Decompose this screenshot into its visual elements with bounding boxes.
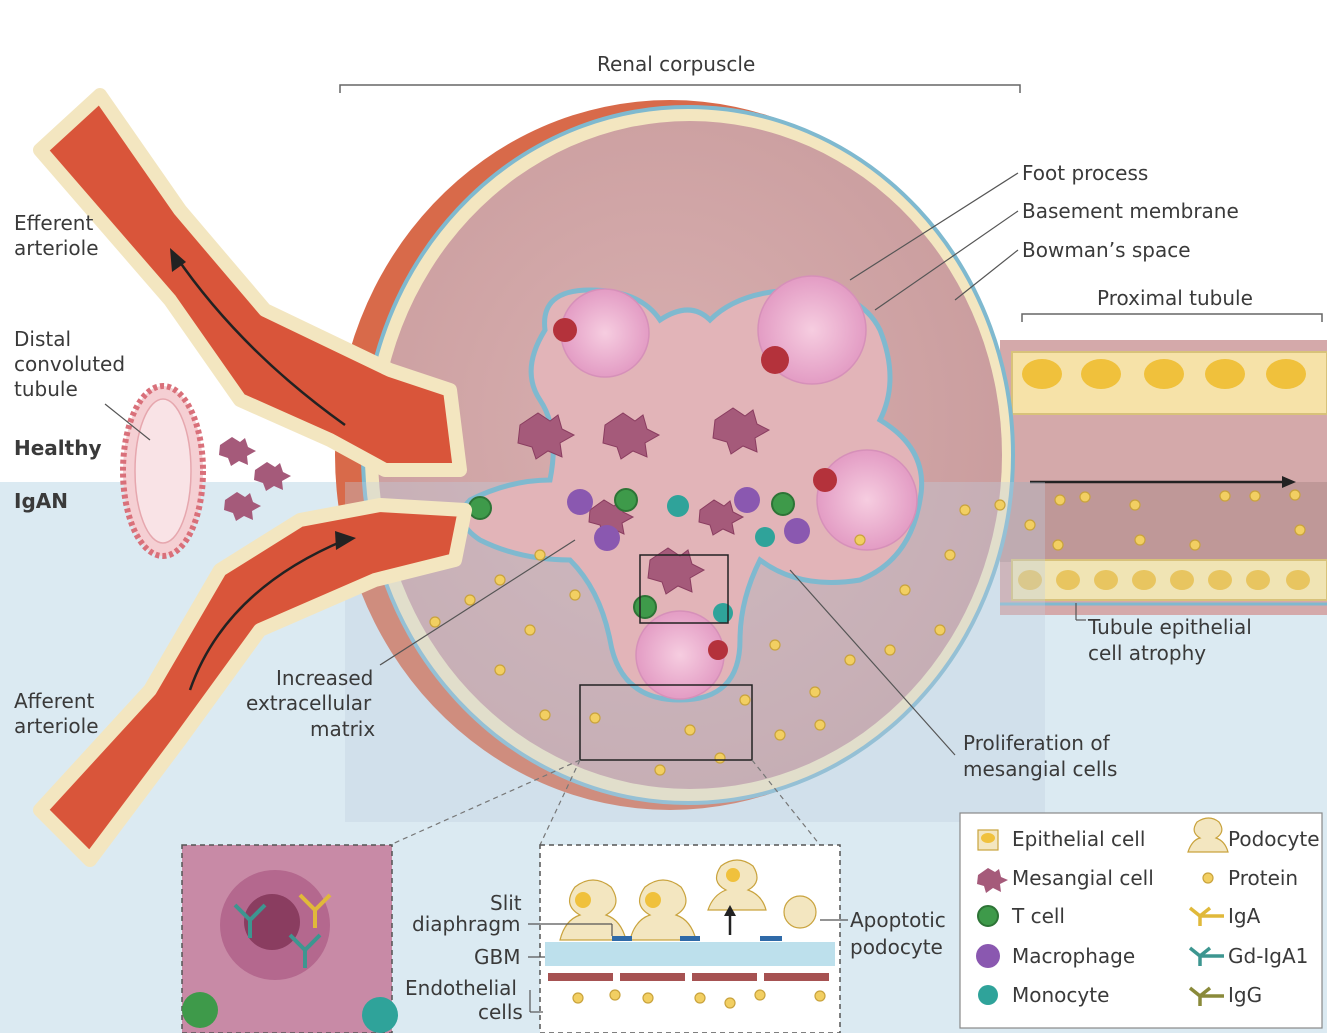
label-efferent-line2: arteriole: [14, 236, 99, 261]
label-tubule-atrophy-line2: cell atrophy: [1088, 641, 1206, 666]
label-slit-line2: diaphragm: [412, 912, 521, 937]
label-proximal-tubule: Proximal tubule: [1097, 286, 1253, 311]
label-increased-line3: matrix: [310, 717, 375, 742]
label-proliferation-line2: mesangial cells: [963, 757, 1117, 782]
legend-t-cell: T cell: [1012, 904, 1065, 928]
legend-podocyte: Podocyte: [1228, 827, 1320, 851]
label-endothelial-line1: Endothelial: [405, 976, 517, 1001]
legend-protein: Protein: [1228, 866, 1298, 890]
distal-convoluted-tubule: [123, 386, 203, 556]
label-healthy: Healthy: [14, 436, 102, 461]
label-basement-membrane: Basement membrane: [1022, 199, 1239, 224]
label-apoptotic-line1: Apoptotic: [850, 908, 946, 933]
legend-macrophage: Macrophage: [1012, 944, 1135, 968]
label-efferent-line1: Efferent: [14, 211, 93, 236]
label-distal-line1: Distal: [14, 327, 71, 352]
legend-igg: IgG: [1228, 983, 1262, 1007]
renal-corpuscle-bracket: [340, 85, 1020, 93]
label-proliferation-line1: Proliferation of: [963, 731, 1110, 756]
label-afferent-line1: Afferent: [14, 689, 94, 714]
label-tubule-atrophy-line1: Tubule epithelial: [1088, 615, 1252, 640]
label-distal-line3: tubule: [14, 377, 78, 402]
label-gbm: GBM: [474, 945, 520, 970]
legend-monocyte: Monocyte: [1012, 983, 1109, 1007]
legend-mesangial-cell: Mesangial cell: [1012, 866, 1154, 890]
label-apoptotic-line2: podocyte: [850, 935, 943, 960]
label-increased-line2: extracellular: [246, 691, 371, 716]
inset-gbm-detail: [528, 845, 848, 1033]
label-increased-line1: Increased: [276, 666, 373, 691]
label-renal-corpuscle: Renal corpuscle: [597, 52, 755, 77]
label-afferent-line2: arteriole: [14, 714, 99, 739]
label-foot-process: Foot process: [1022, 161, 1148, 186]
proximal-tubule: [1000, 340, 1327, 615]
label-igan: IgAN: [14, 489, 68, 514]
legend-epithelial-cell: Epithelial cell: [1012, 827, 1145, 851]
label-distal-line2: convoluted: [14, 352, 125, 377]
legend-gd-iga1: Gd-IgA1: [1228, 944, 1308, 968]
label-endothelial-line2: cells: [478, 1000, 523, 1025]
proximal-tubule-bracket: [1022, 314, 1322, 322]
legend-iga: IgA: [1228, 904, 1260, 928]
inset-mesangium-detail: [182, 845, 398, 1033]
label-bowmans-space: Bowman’s space: [1022, 238, 1191, 263]
